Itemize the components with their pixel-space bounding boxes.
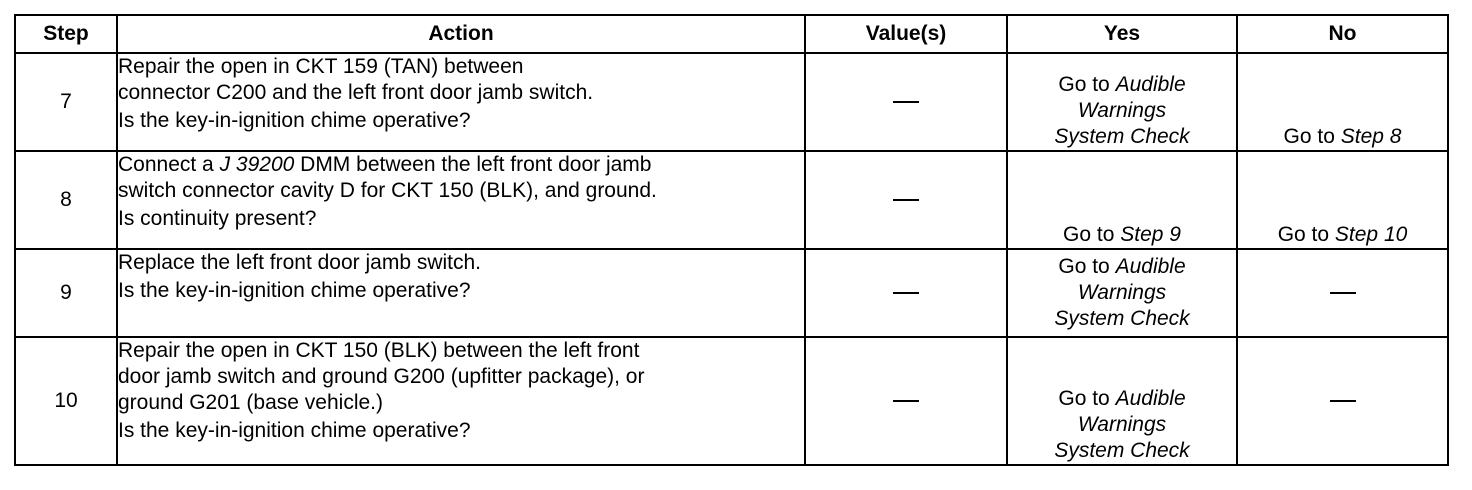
no-ref: Step 10 (1334, 223, 1408, 246)
yes-ref: System Check (1054, 125, 1190, 148)
header-row: Step Action Value(s) Yes No (14, 14, 1449, 54)
yes-ref: Audible (1115, 73, 1186, 96)
step-number: 10 (14, 336, 118, 466)
dash-mark (1329, 400, 1356, 403)
table-row-step-7: 7 Repair the open in CKT 159 (TAN) betwe… (14, 52, 1449, 152)
action-line: Repair the open in CKT 150 (BLK) between… (118, 339, 640, 362)
action-line: Replace the left front door jamb switch. (118, 251, 482, 274)
yes-cell: Go to Audible Warnings System Check (1006, 52, 1238, 152)
action-cell: Replace the left front door jamb switch.… (116, 248, 806, 338)
yes-ref: Audible (1115, 255, 1186, 278)
no-cell (1236, 248, 1449, 338)
action-question: Is continuity present? (118, 207, 317, 230)
dash-mark (893, 400, 919, 403)
header-no: No (1236, 14, 1449, 54)
header-yes: Yes (1006, 14, 1238, 54)
action-line: switch connector cavity D for CKT 150 (B… (118, 179, 657, 202)
no-prefix: Go to (1283, 125, 1335, 148)
action-question: Is the key-in-ignition chime operative? (118, 279, 471, 302)
action-cell: Repair the open in CKT 159 (TAN) between… (116, 52, 806, 152)
yes-prefix: Go to (1058, 387, 1110, 410)
step-number: 9 (14, 248, 118, 338)
dash-mark (893, 101, 919, 104)
yes-ref: Warnings (1077, 413, 1167, 436)
action-text: Connect a (118, 153, 220, 176)
table-row-step-10: 10 Repair the open in CKT 150 (BLK) betw… (14, 336, 1449, 466)
values-cell (804, 336, 1008, 466)
yes-cell: Go to Step 9 (1006, 150, 1238, 250)
action-line: Connect a J 39200 DMM between the left f… (118, 152, 804, 178)
action-line: door jamb switch and ground G200 (upfitt… (118, 365, 645, 388)
header-step: Step (14, 14, 118, 54)
action-cell: Connect a J 39200 DMM between the left f… (116, 150, 806, 250)
yes-cell: Go to Audible Warnings System Check (1006, 248, 1238, 338)
action-question: Is the key-in-ignition chime operative? (118, 419, 471, 442)
dash-mark (893, 199, 919, 202)
table-row-step-8: 8 Connect a J 39200 DMM between the left… (14, 150, 1449, 250)
values-cell (804, 248, 1008, 338)
header-values: Value(s) (804, 14, 1008, 54)
yes-ref: Step 9 (1120, 223, 1181, 246)
no-cell (1236, 336, 1449, 466)
dash-mark (1329, 292, 1356, 295)
diagnostic-table: Step Action Value(s) Yes No 7 Repair the… (14, 14, 1449, 466)
yes-ref: Audible (1115, 387, 1186, 410)
action-text: DMM between the left front door jamb (294, 153, 652, 176)
step-number: 8 (14, 150, 118, 250)
dash-mark (893, 292, 919, 295)
action-cell: Repair the open in CKT 150 (BLK) between… (116, 336, 806, 466)
header-action: Action (116, 14, 806, 54)
yes-ref: Warnings (1077, 281, 1167, 304)
values-cell (804, 52, 1008, 152)
no-ref: Step 8 (1340, 125, 1402, 148)
no-prefix: Go to (1277, 223, 1330, 246)
tool-name: J 39200 (219, 153, 295, 176)
action-line: Repair the open in CKT 159 (TAN) between (118, 55, 524, 78)
yes-ref: System Check (1054, 439, 1190, 462)
yes-cell: Go to Audible Warnings System Check (1006, 336, 1238, 466)
action-line: connector C200 and the left front door j… (118, 81, 594, 104)
action-question: Is the key-in-ignition chime operative? (118, 109, 471, 132)
yes-ref: Warnings (1077, 99, 1167, 122)
yes-prefix: Go to (1058, 255, 1110, 278)
values-cell (804, 150, 1008, 250)
yes-prefix: Go to (1063, 223, 1115, 246)
step-number: 7 (14, 52, 118, 152)
action-line: ground G201 (base vehicle.) (118, 391, 383, 414)
no-cell: Go to Step 10 (1236, 150, 1449, 250)
yes-prefix: Go to (1058, 73, 1110, 96)
table-row-step-9: 9 Replace the left front door jamb switc… (14, 248, 1449, 338)
no-cell: Go to Step 8 (1236, 52, 1449, 152)
yes-ref: System Check (1054, 307, 1190, 330)
